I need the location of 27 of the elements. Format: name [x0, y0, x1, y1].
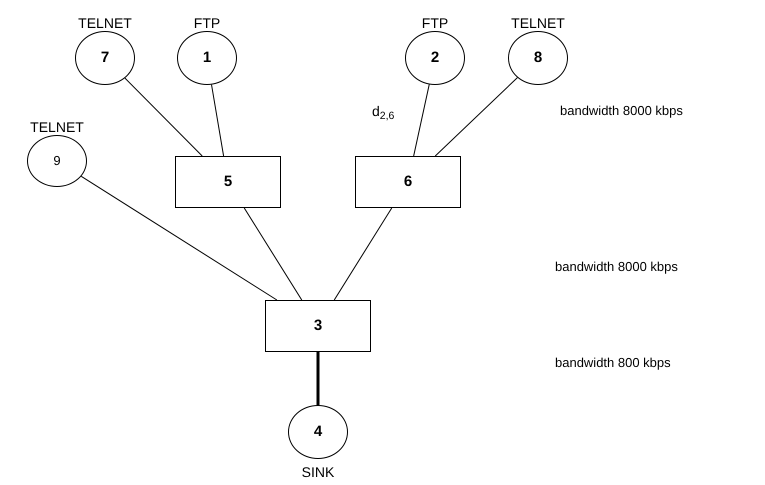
- bandwidth-note: bandwidth 8000 kbps: [560, 104, 683, 117]
- connector-line: [434, 77, 518, 156]
- node-caption: TELNET: [30, 120, 84, 134]
- connector-line: [244, 208, 302, 300]
- connector-line: [211, 84, 224, 156]
- connector-line: [124, 78, 203, 156]
- connector-line: [80, 176, 278, 300]
- node-circle: 7: [75, 31, 135, 85]
- node-caption: FTP: [422, 16, 448, 30]
- node-box: 3: [265, 300, 371, 352]
- node-caption: SINK: [302, 465, 334, 479]
- edge-label: d$_{2,6}$: [372, 104, 394, 118]
- node-caption: FTP: [194, 16, 220, 30]
- node-box: 5: [175, 156, 281, 208]
- node-box: 6: [355, 156, 461, 208]
- connector-line: [316, 352, 320, 405]
- connector-line: [334, 208, 392, 300]
- node-circle: 9: [27, 135, 87, 187]
- bandwidth-note: bandwidth 800 kbps: [555, 356, 671, 369]
- node-circle: 4: [288, 405, 348, 459]
- node-circle: 2: [405, 31, 465, 85]
- bandwidth-note: bandwidth 8000 kbps: [555, 260, 678, 273]
- node-circle: 1: [177, 31, 237, 85]
- node-caption: TELNET: [511, 16, 565, 30]
- node-circle: 8: [508, 31, 568, 85]
- node-caption: TELNET: [78, 16, 132, 30]
- connector-line: [413, 84, 430, 156]
